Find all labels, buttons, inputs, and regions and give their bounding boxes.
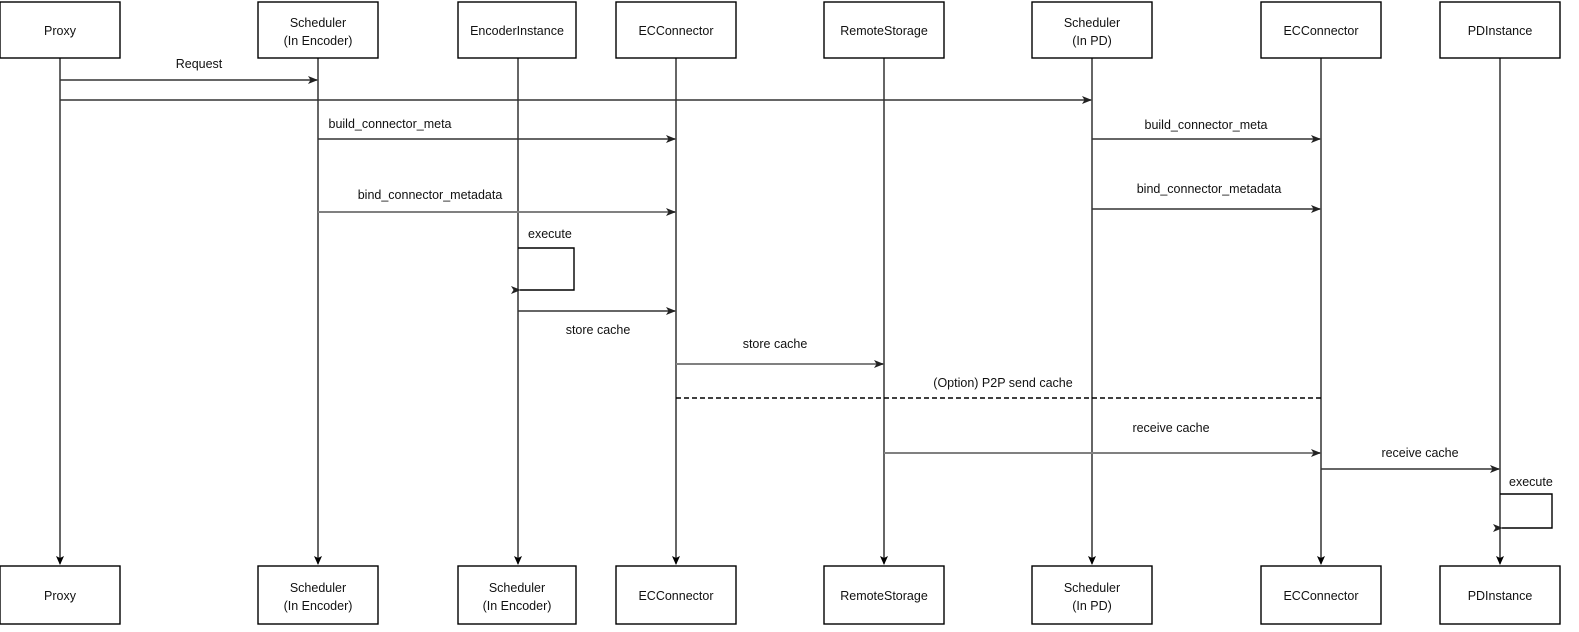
participant-header-label-pdinst: PDInstance — [1468, 24, 1533, 38]
participant-footer-label-sched_enc_2-line1: Scheduler — [489, 581, 545, 595]
participant-footer-label-sched_enc_2-line2: (In Encoder) — [483, 599, 552, 613]
self-message-loop-s1[interactable] — [511, 247, 575, 294]
participant-header-label-sched_enc-line2: (In Encoder) — [284, 34, 353, 48]
message-label-m3: build_connector_meta — [329, 117, 452, 131]
participant-header-box-encoder_inst[interactable] — [457, 1, 577, 59]
message-label-m8: store cache — [743, 337, 808, 351]
message-label-m7: store cache — [566, 323, 631, 337]
participant-header-label-sched_enc-line1: Scheduler — [290, 16, 346, 30]
participant-header-box-sched_enc[interactable] — [257, 1, 379, 59]
participant-footer-box-sched_enc_2[interactable] — [457, 565, 577, 625]
message-label-m4: build_connector_meta — [1145, 118, 1268, 132]
participant-footer-box-sched_pd[interactable] — [1031, 565, 1153, 625]
participant-footer-label-sched_enc-line2: (In Encoder) — [284, 599, 353, 613]
participant-header-label-proxy: Proxy — [44, 24, 77, 38]
participant-header-label-encoder_inst: EncoderInstance — [470, 24, 564, 38]
self-message-label-s1: execute — [528, 227, 572, 241]
message-label-m10: receive cache — [1132, 421, 1209, 435]
message-label-m1: Request — [176, 57, 223, 71]
participant-footer-box-sched_enc[interactable] — [257, 565, 379, 625]
message-label-m5: bind_connector_metadata — [358, 188, 503, 202]
participant-footer-boxes: Proxy Scheduler (In Encoder) Scheduler (In E… — [0, 565, 1561, 625]
self-message-label-s2: execute — [1509, 475, 1553, 489]
participant-header-box-remote[interactable] — [823, 1, 945, 59]
participant-footer-label-pdinst: PDInstance — [1468, 589, 1533, 603]
participant-footer-label-remote: RemoteStorage — [840, 589, 928, 603]
messages-group: Request build_connector_meta build_connect… — [60, 57, 1500, 473]
participant-footer-box-ecconn_r[interactable] — [1260, 565, 1382, 625]
message-label-m9: (Option) P2P send cache — [933, 376, 1072, 390]
self-message-loop-s2[interactable] — [1493, 493, 1553, 532]
participant-header-label-ecconn_r: ECConnector — [1283, 24, 1358, 38]
participant-footer-label-sched_enc-line1: Scheduler — [290, 581, 346, 595]
self-messages-group: execute execute — [511, 227, 1553, 532]
participant-header-box-proxy[interactable] — [0, 1, 121, 59]
participant-footer-box-proxy[interactable] — [0, 565, 121, 625]
participant-footer-label-sched_pd-line2: (In PD) — [1072, 599, 1112, 613]
participant-header-box-ecconn_l[interactable] — [615, 1, 737, 59]
message-label-m6: bind_connector_metadata — [1137, 182, 1282, 196]
participant-header-box-sched_pd[interactable] — [1031, 1, 1153, 59]
participant-header-boxes: Proxy Scheduler (In Encoder) EncoderInstanc… — [0, 1, 1561, 59]
participant-footer-label-proxy: Proxy — [44, 589, 77, 603]
participant-header-label-remote: RemoteStorage — [840, 24, 928, 38]
message-label-m11: receive cache — [1381, 446, 1458, 460]
participant-header-label-sched_pd-line2: (In PD) — [1072, 34, 1112, 48]
participant-footer-box-pdinst[interactable] — [1439, 565, 1561, 625]
lifelines-group — [56, 58, 1504, 565]
participant-footer-box-ecconn_l[interactable] — [615, 565, 737, 625]
participant-header-label-ecconn_l: ECConnector — [638, 24, 713, 38]
participant-header-box-ecconn_r[interactable] — [1260, 1, 1382, 59]
participant-footer-box-remote[interactable] — [823, 565, 945, 625]
participant-header-box-pdinst[interactable] — [1439, 1, 1561, 59]
participant-header-label-sched_pd-line1: Scheduler — [1064, 16, 1120, 30]
participant-footer-label-ecconn_l: ECConnector — [638, 589, 713, 603]
participant-footer-label-ecconn_r: ECConnector — [1283, 589, 1358, 603]
participant-footer-label-sched_pd-line1: Scheduler — [1064, 581, 1120, 595]
